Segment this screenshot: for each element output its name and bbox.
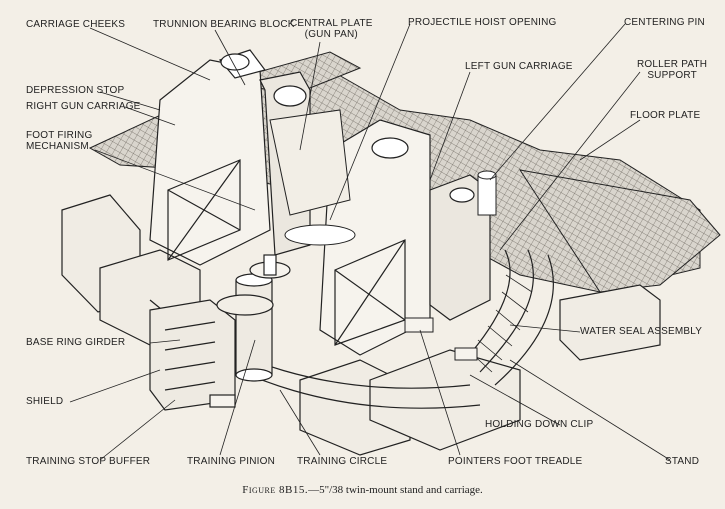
roller-path (464, 249, 554, 386)
label-shield: SHIELD (26, 396, 64, 407)
label-water-seal-assembly: WATER SEAL ASSEMBLY (580, 326, 703, 337)
label-left-gun-carriage: LEFT GUN CARRIAGE (465, 61, 573, 72)
label-depression-stop: DEPRESSION STOP (26, 85, 125, 96)
hoist (477, 170, 497, 216)
label-floor-plate: FLOOR PLATE (630, 110, 701, 121)
label-training-stop-buffer: TRAINING STOP BUFFER (26, 456, 151, 467)
label-central-plate: CENTRAL PLATE (GUN PAN) (290, 18, 373, 40)
central-plate (269, 109, 356, 246)
label-centering-pin: CENTERING PIN (624, 17, 705, 28)
figure-caption: Figure 8B15.—5"/38 twin-mount stand and … (0, 484, 725, 496)
label-base-ring-girder: BASE RING GIRDER (26, 337, 126, 348)
label-stand: STAND (665, 456, 700, 467)
shield-part (149, 299, 236, 411)
training-gear (216, 254, 291, 382)
label-projectile-hoist-opening: PROJECTILE HOIST OPENING (408, 17, 557, 28)
figure-number: Figure 8B15. (242, 484, 309, 496)
label-holding-down-clip: HOLDING DOWN CLIP (485, 419, 594, 430)
label-roller-path-support: ROLLER PATH SUPPORT (637, 59, 708, 81)
label-right-gun-carriage: RIGHT GUN CARRIAGE (26, 101, 141, 112)
figure-caption-text: —5"/38 twin-mount stand and carriage. (308, 484, 483, 496)
label-training-pinion: TRAINING PINION (187, 456, 276, 467)
treadle (404, 317, 478, 361)
leader-lines (69, 23, 671, 461)
label-trunnion-bearing-block: TRUNNION BEARING BLOCK (153, 19, 295, 30)
label-carriage-cheeks: CARRIAGE CHEEKS (26, 19, 126, 30)
label-pointers-foot-treadle: POINTERS FOOT TREADLE (448, 456, 583, 467)
label-training-circle: TRAINING CIRCLE (297, 456, 388, 467)
label-foot-firing-mechanism: FOOT FIRING MECHANISM (26, 130, 93, 152)
